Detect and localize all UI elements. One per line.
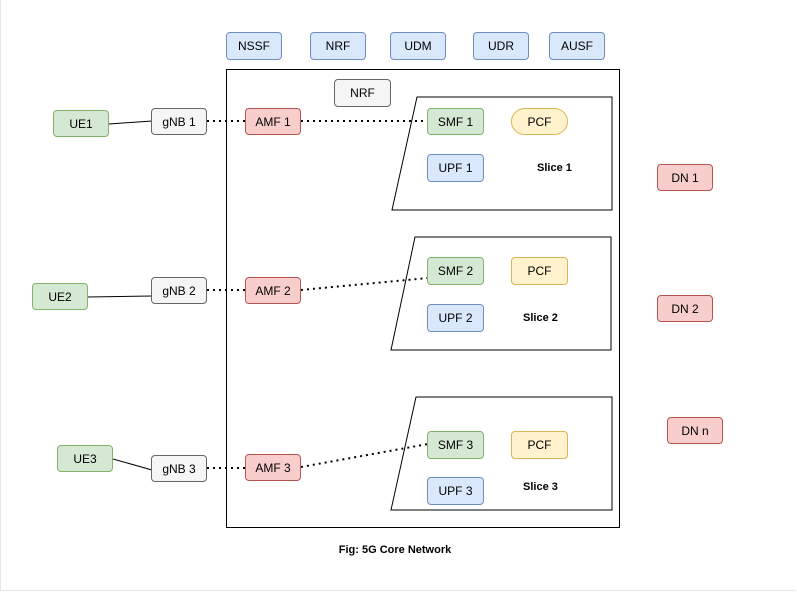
link-ue1-gnb1 — [108, 120, 153, 125]
ue-2-node: UE2 — [32, 283, 88, 310]
slice-2-label: Slice 2 — [523, 312, 558, 324]
core-network-boundary — [226, 69, 620, 528]
gnb-3-node: gNB 3 — [151, 455, 207, 482]
nssf-node: NSSF — [226, 32, 282, 60]
dn-1-node: DN 1 — [657, 164, 713, 191]
pcf-2-node: PCF — [511, 257, 568, 285]
udm-node: UDM — [390, 32, 446, 60]
dn-n-node: DN n — [667, 417, 723, 444]
dn-2-node: DN 2 — [657, 295, 713, 322]
link-ue3-gnb3 — [112, 458, 153, 471]
slice-2-container — [390, 236, 612, 351]
upf-1-node: UPF 1 — [427, 154, 484, 182]
upf-2-node: UPF 2 — [427, 304, 484, 332]
slice-3-container — [390, 396, 613, 511]
smf-3-node: SMF 3 — [427, 431, 484, 459]
amf-2-node: AMF 2 — [245, 277, 301, 304]
amf-1-node: AMF 1 — [245, 108, 301, 135]
slice-1-label: Slice 1 — [537, 162, 572, 174]
link-amf3-smf3 — [300, 443, 429, 468]
figure-caption: Fig: 5G Core Network — [338, 544, 452, 556]
nrf-node: NRF — [310, 32, 366, 60]
gnb-2-node: gNB 2 — [151, 277, 207, 304]
gnb-1-node: gNB 1 — [151, 108, 207, 135]
core-nrf-node: NRF — [334, 79, 391, 107]
link-ue2-gnb2 — [87, 295, 153, 298]
ue-1-node: UE1 — [53, 110, 109, 137]
smf-2-node: SMF 2 — [427, 257, 484, 285]
upf-3-node: UPF 3 — [427, 477, 484, 505]
udr-node: UDR — [473, 32, 529, 60]
slice-1-container — [391, 96, 613, 211]
link-amf2-smf2 — [300, 277, 429, 291]
pcf-3-node: PCF — [511, 431, 568, 459]
ue-3-node: UE3 — [57, 445, 113, 472]
slice-3-label: Slice 3 — [523, 481, 558, 493]
smf-1-node: SMF 1 — [427, 108, 484, 135]
amf-3-node: AMF 3 — [245, 454, 301, 481]
ausf-node: AUSF — [549, 32, 605, 60]
pcf-1-node: PCF — [511, 108, 568, 135]
